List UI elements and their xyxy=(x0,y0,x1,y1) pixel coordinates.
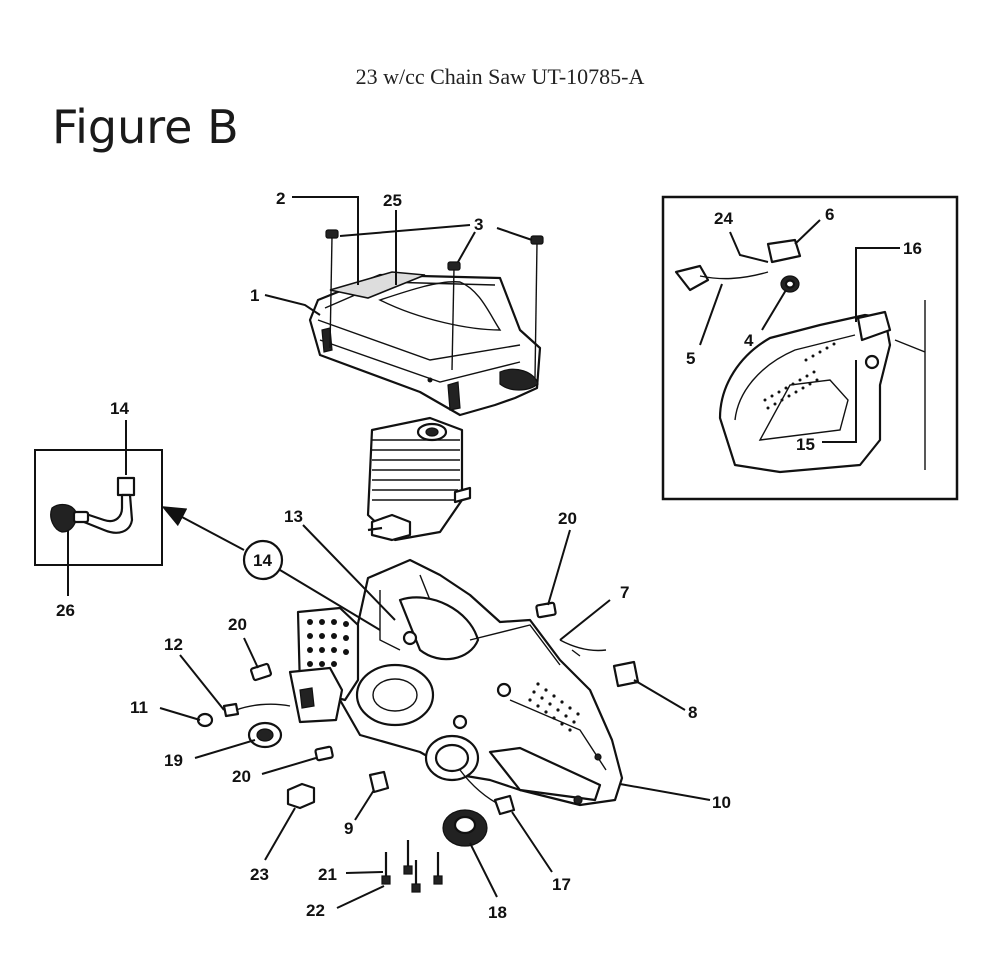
figure-label: Figure B xyxy=(52,100,239,154)
callout-20-left: 20 xyxy=(228,615,247,634)
callout-8: 8 xyxy=(688,703,697,722)
callout-9: 9 xyxy=(344,819,353,838)
callout-19: 19 xyxy=(164,751,183,770)
callout-22: 22 xyxy=(306,901,325,920)
leader-lines xyxy=(67,196,900,909)
clip-part-20b xyxy=(535,601,557,619)
callout-20-bottom: 20 xyxy=(232,767,251,786)
callout-16: 16 xyxy=(903,239,922,258)
callout-4: 4 xyxy=(744,331,754,350)
trigger-part-5 xyxy=(674,264,710,292)
callout-5: 5 xyxy=(686,349,695,368)
callout-12: 12 xyxy=(164,635,183,654)
callout-14-circle: 14 xyxy=(253,551,272,570)
small-parts xyxy=(196,601,640,893)
switch-part-8 xyxy=(612,660,640,688)
crankcase-housing-part xyxy=(338,558,624,807)
nut-part-9 xyxy=(368,770,390,794)
air-filter-part xyxy=(288,606,360,724)
wire-part-12 xyxy=(222,702,240,718)
callout-17: 17 xyxy=(552,875,571,894)
top-cover-part xyxy=(308,271,542,417)
callout-11: 11 xyxy=(130,698,148,717)
rod-part-7 xyxy=(559,639,607,657)
switch-part-6 xyxy=(766,238,802,264)
page-title: 23 w/cc Chain Saw UT-10785-A xyxy=(355,64,645,89)
cover-cap-part xyxy=(329,271,426,299)
fuel-cap-part-18 xyxy=(442,809,488,847)
callout-18: 18 xyxy=(488,903,507,922)
callout-25: 25 xyxy=(383,191,402,210)
callout-24: 24 xyxy=(714,209,733,228)
callout-13: 13 xyxy=(284,507,303,526)
handle-inset xyxy=(661,195,959,501)
callout-15: 15 xyxy=(796,435,815,454)
callout-7: 7 xyxy=(620,583,629,602)
bolts-part-21-22 xyxy=(381,840,443,893)
callout-labels: 1 2 25 3 14 26 14 13 20 7 8 10 12 20 11 … xyxy=(56,189,922,922)
fuel-line-inset xyxy=(34,449,163,566)
oil-cap-part-17 xyxy=(424,734,516,816)
callout-2: 2 xyxy=(276,189,285,208)
engine-cylinder-part xyxy=(366,416,472,542)
callout-20-top: 20 xyxy=(558,509,577,528)
callout-23: 23 xyxy=(250,865,269,884)
callout-3: 3 xyxy=(474,215,483,234)
cover-screws-part xyxy=(325,229,544,379)
clip-part-20c xyxy=(314,745,334,762)
callout-10: 10 xyxy=(712,793,731,812)
callout-6: 6 xyxy=(825,205,834,224)
callout-14-inset: 14 xyxy=(110,399,129,418)
callout-circle-14 xyxy=(242,539,284,581)
callout-26: 26 xyxy=(56,601,75,620)
knob-part-11 xyxy=(196,712,214,728)
clip-part-20a xyxy=(250,662,272,682)
callout-1: 1 xyxy=(250,286,259,305)
callout-21: 21 xyxy=(318,865,337,884)
cover-exhaust-part xyxy=(499,368,539,391)
cube-part-23 xyxy=(286,782,316,810)
